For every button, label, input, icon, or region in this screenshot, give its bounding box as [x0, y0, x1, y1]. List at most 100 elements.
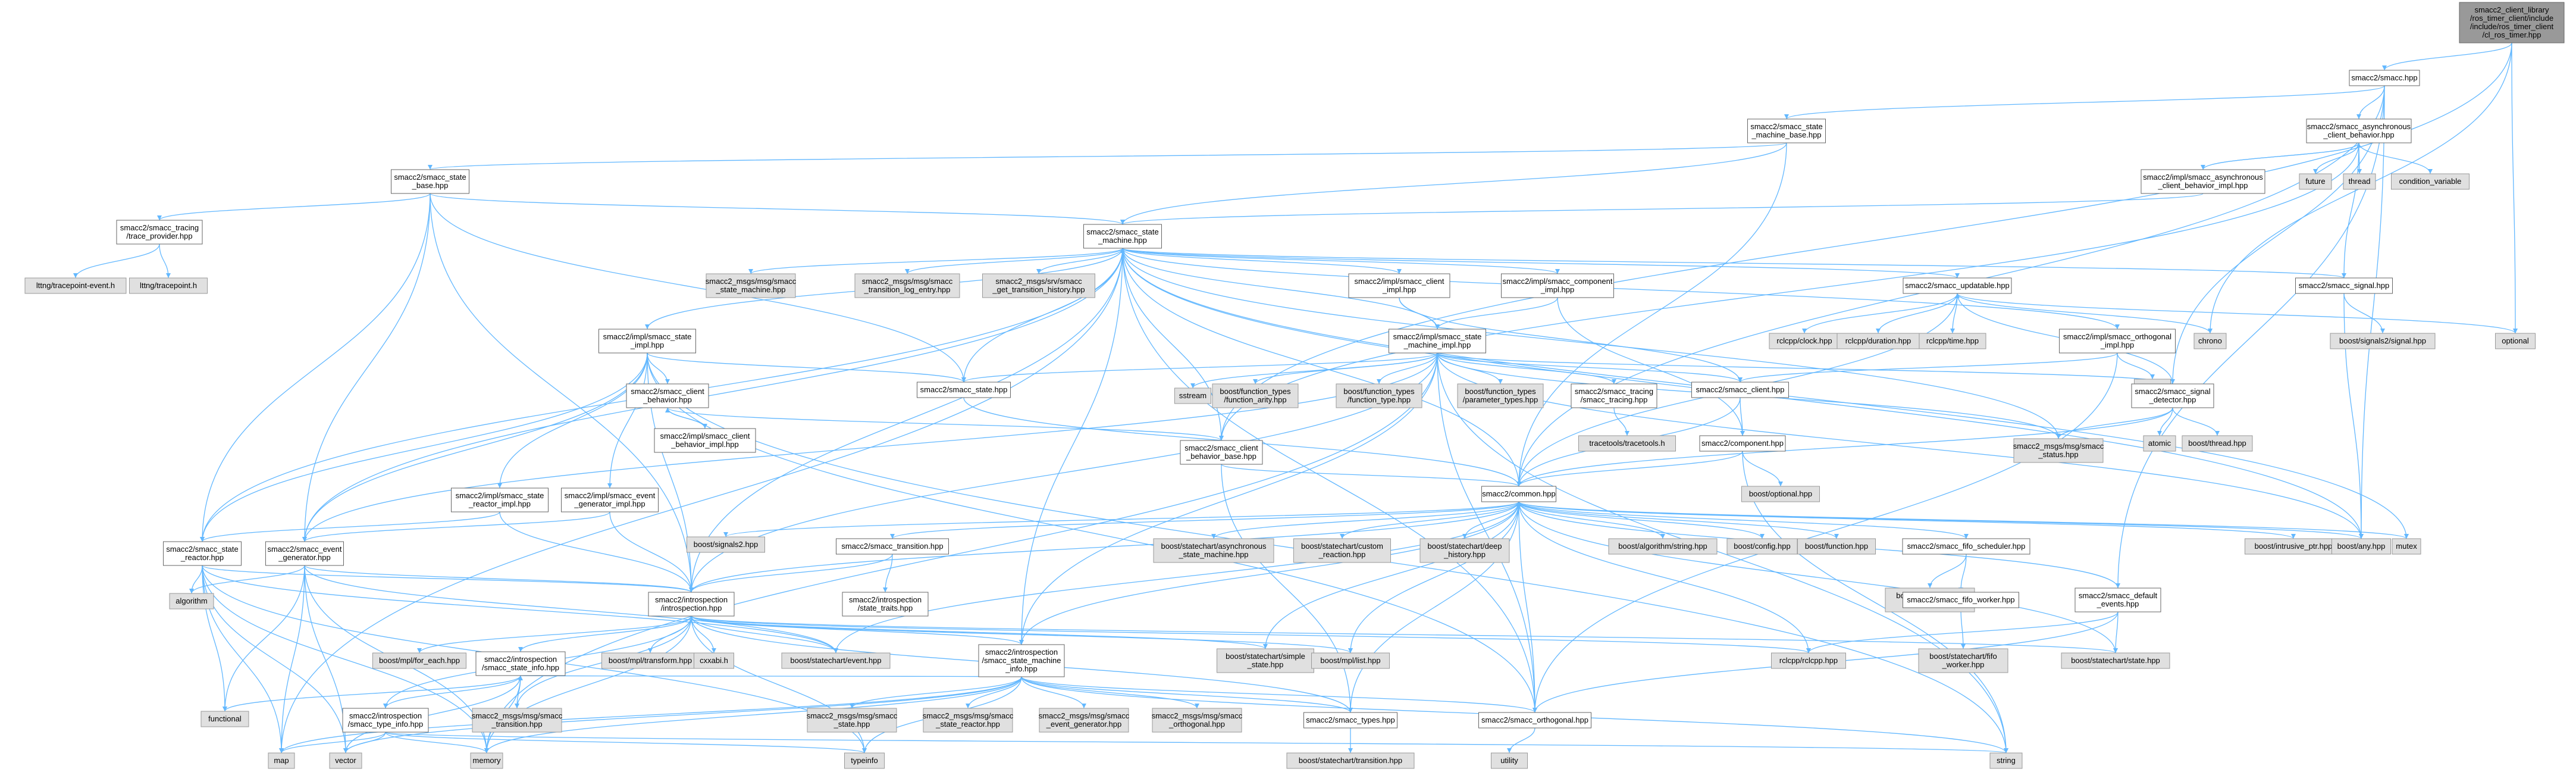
graph-node-condition-variable[interactable]: condition_variable — [2391, 173, 2470, 190]
graph-node-msg-state-reactor[interactable]: smacc2_msgs/msg/smacc_state_reactor.hpp — [923, 708, 1014, 733]
graph-node-signal-hpp[interactable]: smacc2/smacc_signal.hpp — [2295, 277, 2393, 294]
graph-node-boost-function[interactable]: boost/function.hpp — [1797, 538, 1876, 555]
graph-node-orthogonal-impl[interactable]: smacc2/impl/smacc_orthogonal_impl.hpp — [2059, 329, 2176, 354]
graph-node-tracing-provider[interactable]: smacc2/smacc_tracing/trace_provider.hpp — [116, 220, 203, 245]
graph-node-atomic[interactable]: atomic — [2143, 435, 2176, 452]
graph-node-client-behavior[interactable]: smacc2/smacc_client_behavior.hpp — [626, 383, 709, 408]
graph-node-sm-info[interactable]: smacc2/introspection/smacc_state_machine… — [978, 644, 1065, 677]
graph-node-msg-orthogonal[interactable]: smacc2_msgs/msg/smacc_orthogonal.hpp — [1152, 708, 1243, 733]
graph-node-mpl-list[interactable]: boost/mpl/list.hpp — [1311, 652, 1390, 669]
graph-node-bsc-event[interactable]: boost/statechart/event.hpp — [781, 652, 891, 669]
graph-node-default-events[interactable]: smacc2/smacc_default_events.hpp — [2074, 587, 2161, 612]
graph-node-cxxabi[interactable]: cxxabi.h — [694, 652, 734, 669]
graph-node-orthogonal-hpp[interactable]: smacc2/smacc_orthogonal.hpp — [1478, 712, 1591, 729]
graph-node-future[interactable]: future — [2299, 173, 2332, 190]
graph-node-chrono[interactable]: chrono — [2193, 333, 2227, 349]
edge-common-hpp-to-bsc-custom — [1342, 501, 1519, 539]
graph-node-typeinfo[interactable]: typeinfo — [844, 752, 885, 769]
graph-node-signal-detector[interactable]: smacc2/smacc_signal_detector.hpp — [2131, 383, 2214, 408]
graph-node-bsc-fifo-worker[interactable]: boost/statechart/fifo_worker.hpp — [1918, 648, 2008, 673]
graph-node-state-machine[interactable]: smacc2/smacc_state_machine.hpp — [1083, 224, 1162, 249]
graph-node-boost-thread[interactable]: boost/thread.hpp — [2182, 435, 2253, 452]
graph-node-rclcpp-rclcpp[interactable]: rclcpp/rclcpp.hpp — [1771, 652, 1846, 669]
graph-node-event-generator[interactable]: smacc2/smacc_event_generator.hpp — [265, 541, 344, 566]
edge-arrowhead — [2208, 329, 2213, 333]
graph-node-bf-type[interactable]: boost/function_types/function_type.hpp — [1336, 383, 1422, 408]
graph-node-client-behavior-base[interactable]: smacc2/smacc_client_behavior_base.hpp — [1180, 440, 1263, 465]
graph-node-state-hpp[interactable]: smacc2/smacc_state.hpp — [917, 382, 1011, 398]
graph-node-string[interactable]: string — [1989, 752, 2023, 769]
graph-node-boost-optional[interactable]: boost/optional.hpp — [1741, 486, 1820, 502]
graph-node-component-impl[interactable]: smacc2/impl/smacc_component_impl.hpp — [1501, 273, 1614, 298]
graph-node-smacc-types[interactable]: smacc2/smacc_types.hpp — [1303, 712, 1397, 729]
node-label: boost/signals2.hpp — [694, 540, 758, 549]
graph-node-type-info[interactable]: smacc2/introspection/smacc_type_info.hpp — [342, 708, 429, 733]
graph-node-common-hpp[interactable]: smacc2/common.hpp — [1481, 486, 1556, 502]
graph-node-functional[interactable]: functional — [200, 711, 249, 727]
graph-node-mutex[interactable]: mutex — [2392, 538, 2421, 555]
graph-node-bf-param[interactable]: boost/function_types/parameter_types.hpp — [1457, 383, 1544, 408]
graph-node-component-hpp[interactable]: smacc2/component.hpp — [1699, 435, 1786, 452]
graph-node-srv-transition-history[interactable]: smacc2_msgs/srv/smacc_get_transition_his… — [982, 273, 1095, 298]
graph-node-state-base[interactable]: smacc2/smacc_state_base.hpp — [391, 169, 469, 194]
graph-node-boost-config[interactable]: boost/config.hpp — [1726, 538, 1798, 555]
graph-node-thread[interactable]: thread — [2343, 173, 2376, 190]
graph-node-boost-any[interactable]: boost/any.hpp — [2331, 538, 2391, 555]
graph-node-utility[interactable]: utility — [1491, 752, 1528, 769]
graph-node-bsc-simple-state[interactable]: boost/statechart/simple_state.hpp — [1217, 648, 1314, 673]
graph-node-client-impl[interactable]: smacc2/impl/smacc_client_impl.hpp — [1348, 273, 1450, 298]
graph-node-introspection-hpp[interactable]: smacc2/introspection/introspection.hpp — [648, 592, 735, 617]
graph-node-bsc-deep[interactable]: boost/statechart/deep_history.hpp — [1419, 538, 1510, 563]
graph-node-state-info[interactable]: smacc2/introspection/smacc_state_info.hp… — [475, 651, 566, 676]
graph-node-transition-hpp[interactable]: smacc2/smacc_transition.hpp — [836, 538, 949, 555]
graph-node-msg-status[interactable]: smacc2_msgs/msg/smacc_status.hpp — [2013, 438, 2104, 463]
graph-node-bsc-state[interactable]: boost/statechart/state.hpp — [2061, 652, 2170, 669]
graph-node-map[interactable]: map — [268, 752, 295, 769]
graph-node-event-generator-impl[interactable]: smacc2/impl/smacc_event_generator_impl.h… — [561, 487, 659, 512]
graph-node-boost-signals2-signal[interactable]: boost/signals2/signal.hpp — [2330, 333, 2436, 349]
graph-node-msg-state-machine[interactable]: smacc2_msgs/msg/smacc_state_machine.hpp — [706, 273, 797, 298]
node-label: _impl.hpp — [2100, 340, 2134, 349]
graph-node-rclcpp-time[interactable]: rclcpp/time.hpp — [1919, 333, 1986, 349]
graph-node-vector[interactable]: vector — [329, 752, 362, 769]
graph-node-root[interactable]: smacc2_client_library/ros_timer_client/i… — [2459, 2, 2565, 43]
graph-node-fifo-worker[interactable]: smacc2/smacc_fifo_worker.hpp — [1903, 592, 2019, 608]
graph-node-state-impl[interactable]: smacc2/impl/smacc_state_impl.hpp — [598, 329, 696, 354]
graph-node-client-behavior-impl[interactable]: smacc2/impl/smacc_client_behavior_impl.h… — [654, 428, 756, 453]
graph-node-state-traits[interactable]: smacc2/introspection/state_traits.hpp — [842, 592, 929, 617]
graph-node-rclcpp-clock[interactable]: rclcpp/clock.hpp — [1769, 333, 1840, 349]
graph-node-memory[interactable]: memory — [470, 752, 503, 769]
graph-node-async-behavior[interactable]: smacc2/smacc_asynchronous_client_behavio… — [2306, 118, 2412, 143]
graph-node-bsc-transition[interactable]: boost/statechart/transition.hpp — [1286, 752, 1415, 769]
graph-node-tracetools[interactable]: tracetools/tracetools.h — [1578, 435, 1676, 452]
graph-node-sstream[interactable]: sstream — [1174, 387, 1211, 404]
graph-node-optional[interactable]: optional — [2495, 333, 2536, 349]
graph-node-mpl-for-each[interactable]: boost/mpl/for_each.hpp — [372, 652, 466, 669]
graph-node-msg-transition[interactable]: smacc2_msgs/msg/smacc_transition.hpp — [472, 708, 563, 733]
graph-node-state-machine-impl[interactable]: smacc2/impl/smacc_state_machine_impl.hpp — [1389, 329, 1486, 354]
graph-node-mpl-transform[interactable]: boost/mpl/transform.hpp — [601, 652, 699, 669]
graph-node-rclcpp-duration[interactable]: rclcpp/duration.hpp — [1837, 333, 1920, 349]
graph-node-msg-transition-log[interactable]: smacc2_msgs/msg/smacc_transition_log_ent… — [854, 273, 960, 298]
graph-node-msg-state[interactable]: smacc2_msgs/msg/smacc_state.hpp — [807, 708, 898, 733]
node-label: boost/statechart/state.hpp — [2071, 656, 2160, 665]
graph-node-bsc-async[interactable]: boost/statechart/asynchronous_state_mach… — [1153, 538, 1274, 563]
graph-node-boost-signals2[interactable]: boost/signals2.hpp — [687, 536, 765, 553]
graph-node-lttng-event[interactable]: lttng/tracepoint-event.h — [24, 277, 127, 294]
graph-node-state-machine-base[interactable]: smacc2/smacc_state_machine_base.hpp — [1747, 118, 1826, 143]
graph-node-lttng-tp[interactable]: lttng/tracepoint.h — [129, 277, 208, 294]
graph-node-tracing-hpp[interactable]: smacc2/smacc_tracing/smacc_tracing.hpp — [1571, 383, 1657, 408]
graph-node-bf-arity[interactable]: boost/function_types/function_arity.hpp — [1212, 383, 1299, 408]
graph-node-client-hpp[interactable]: smacc2/smacc_client.hpp — [1691, 382, 1789, 398]
graph-node-state-reactor-impl[interactable]: smacc2/impl/smacc_state_reactor_impl.hpp — [451, 487, 549, 512]
graph-node-intrusive-ptr[interactable]: boost/intrusive_ptr.hpp — [2245, 538, 2342, 555]
graph-node-bsc-custom[interactable]: boost/statechart/custom_reaction.hpp — [1293, 538, 1391, 563]
graph-node-algorithm[interactable]: algorithm — [169, 593, 214, 610]
graph-node-msg-event-generator[interactable]: smacc2_msgs/msg/smacc_event_generator.hp… — [1039, 708, 1130, 733]
graph-node-state-reactor[interactable]: smacc2/smacc_state_reactor.hpp — [163, 541, 242, 566]
graph-node-fifo-scheduler[interactable]: smacc2/smacc_fifo_scheduler.hpp — [1902, 538, 2030, 555]
graph-node-smacc-hpp[interactable]: smacc2/smacc.hpp — [2349, 70, 2420, 86]
graph-node-boost-algorithm-string[interactable]: boost/algorithm/string.hpp — [1608, 538, 1718, 555]
graph-node-updatable[interactable]: smacc2/smacc_updatable.hpp — [1903, 277, 2012, 294]
graph-node-async-impl[interactable]: smacc2/impl/smacc_asynchronous_client_be… — [2141, 169, 2265, 194]
